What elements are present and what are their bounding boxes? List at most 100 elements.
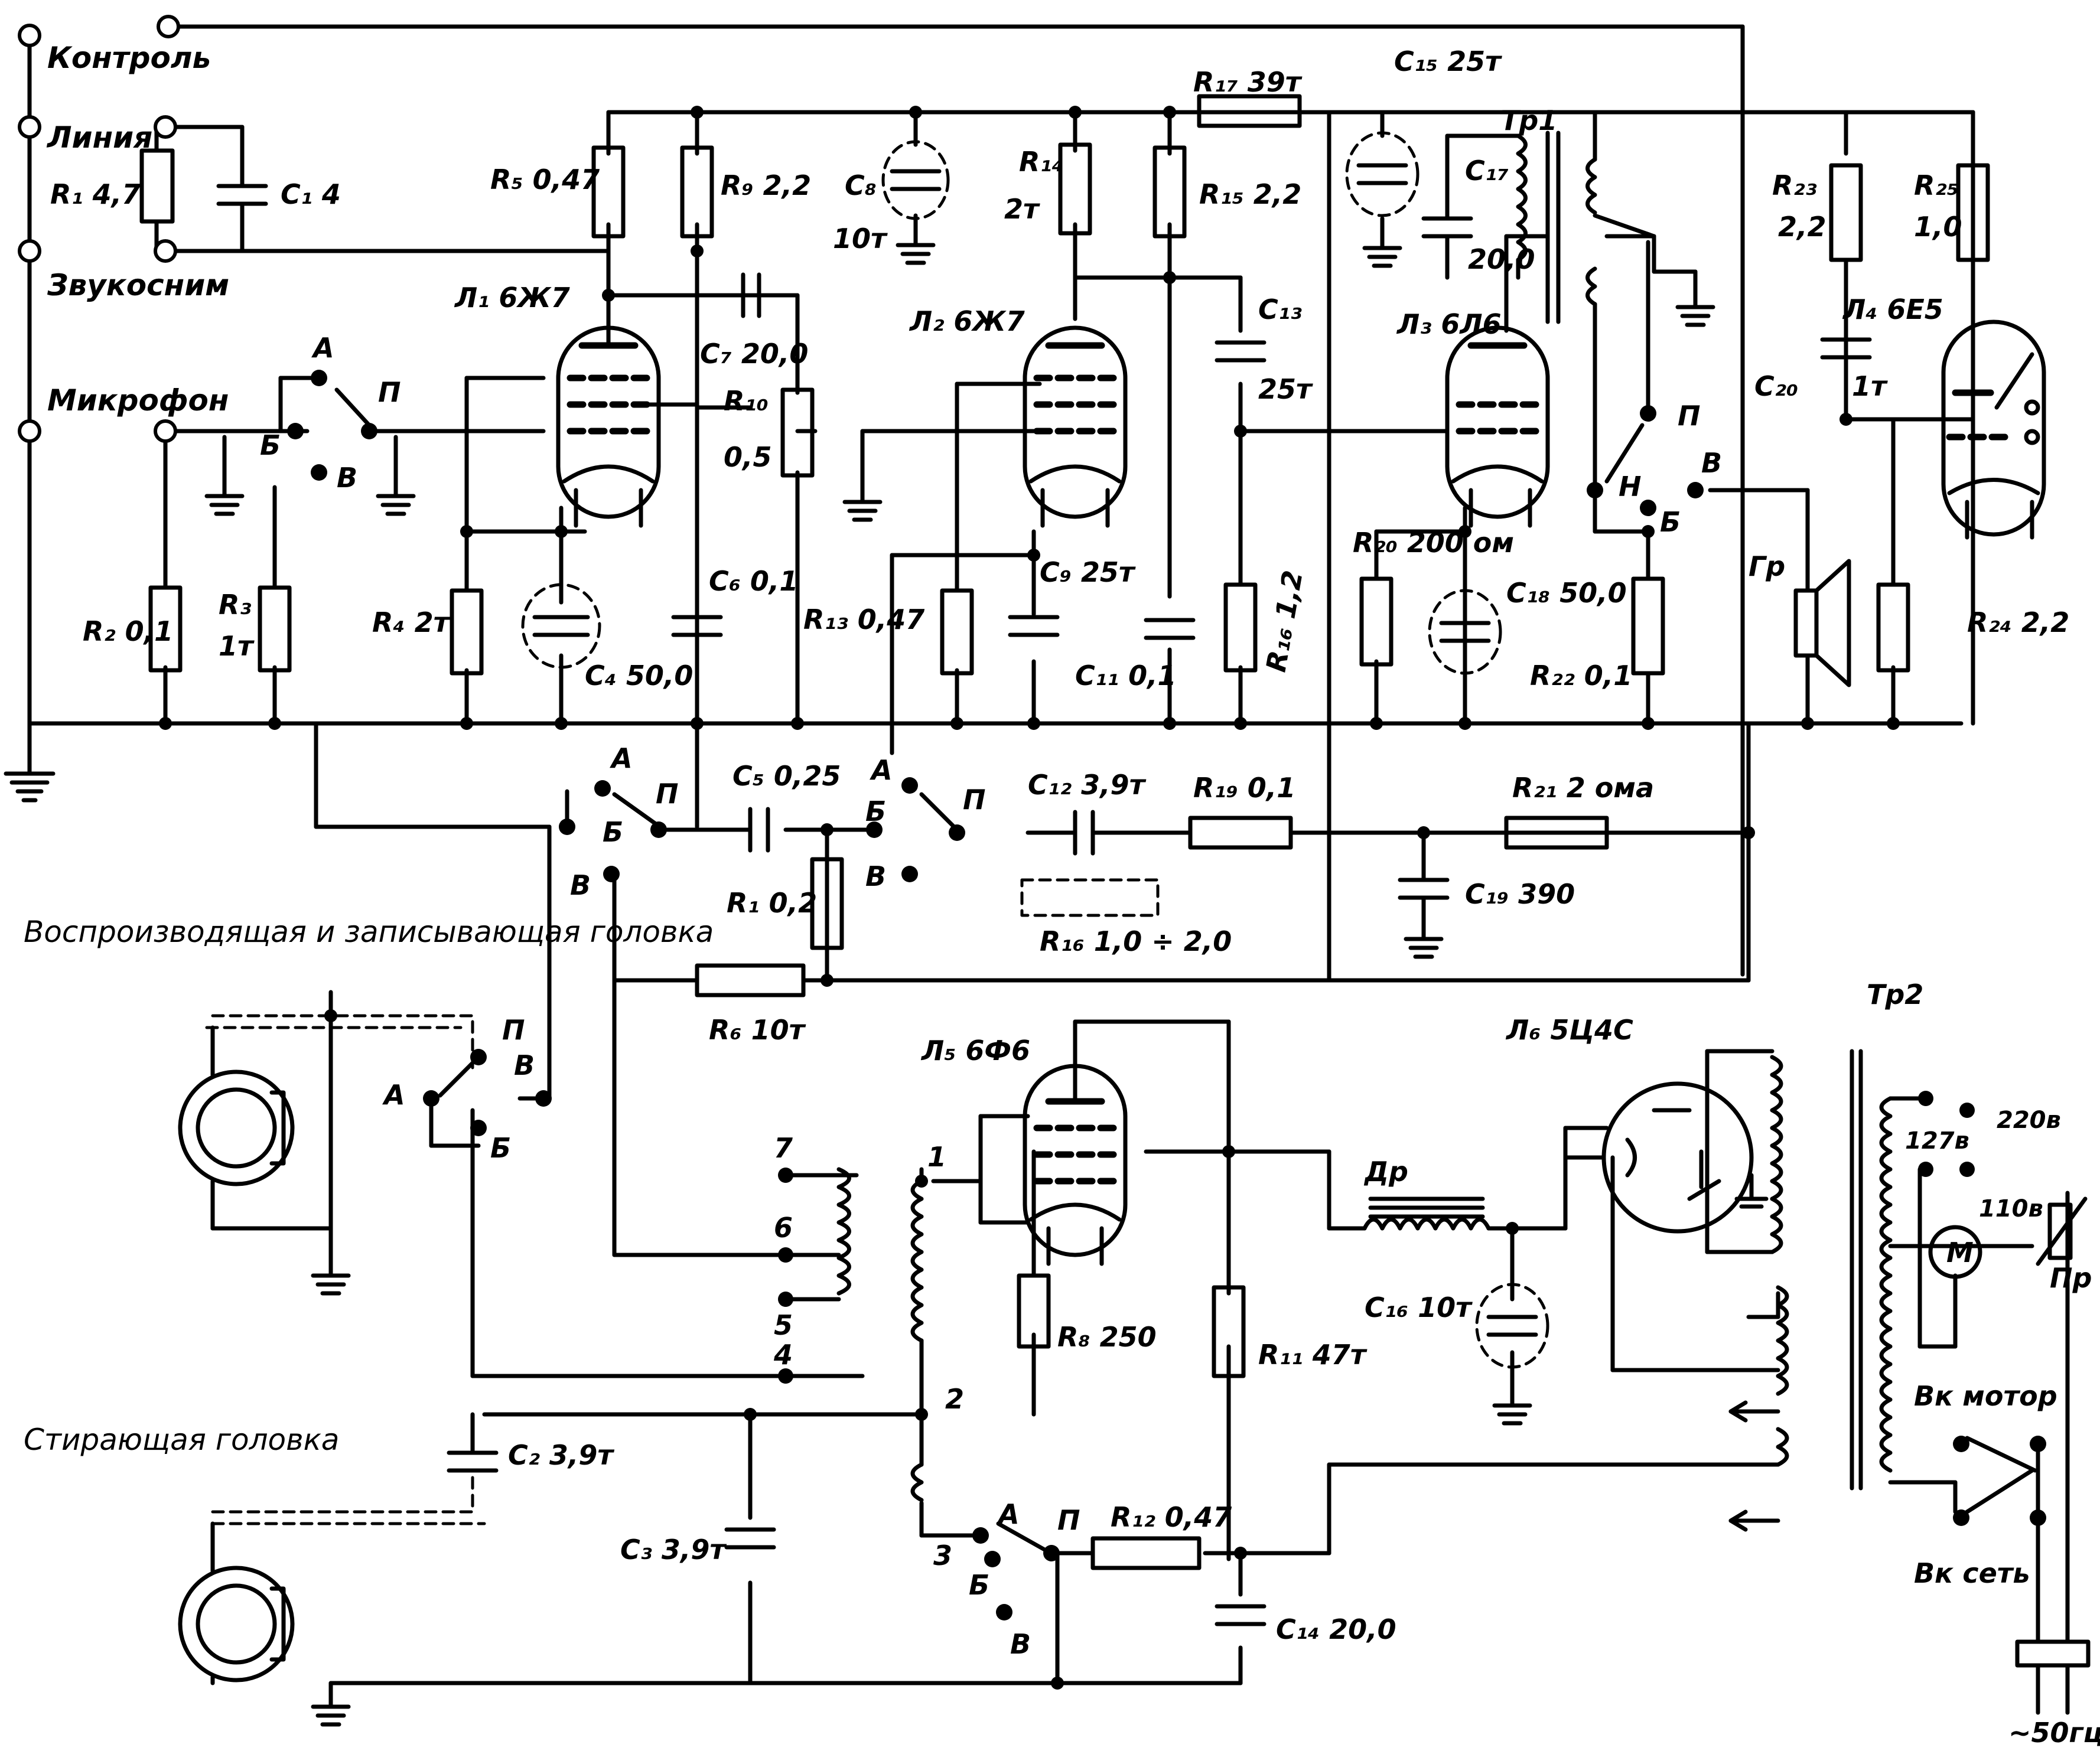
label-tr2: Тр2 [1867, 979, 1923, 1010]
label-r5: R₅ 0,47 [490, 164, 600, 195]
capacitor-c2 [447, 1412, 499, 1473]
erase-head-icon [178, 1469, 486, 1685]
capacitor-c13 [1215, 340, 1266, 363]
label-c5: C₅ 0,25 [732, 760, 841, 792]
sw6-v: В [1010, 1628, 1031, 1660]
capacitor-c14 [1215, 1604, 1266, 1626]
label-r20: R₂₀ 200 ом [1353, 527, 1514, 559]
label-r14-value: 2т [1004, 193, 1040, 225]
resistor-r24 [1876, 582, 1910, 673]
tube-l3 [1445, 325, 1550, 528]
label-c6: C₆ 0,1 [709, 565, 798, 597]
capacitor-c12 [1073, 810, 1119, 856]
ground-c8 [896, 213, 936, 265]
sw3-a: А [870, 754, 893, 786]
resistor-r9 [680, 145, 714, 239]
label-r23-value: 2,2 [1778, 211, 1826, 243]
sw1-a: А [311, 332, 334, 364]
tap-6: 6 [774, 1212, 793, 1244]
sw4-b: Б [490, 1132, 511, 1164]
tap-1: 1 [927, 1141, 946, 1173]
label-c19: C₁₉ 390 [1465, 878, 1575, 910]
capacitor-c8 [881, 140, 950, 220]
label-motor: M [1946, 1237, 1974, 1269]
label-l4: Л₄ 6Е5 [1842, 294, 1943, 325]
tubes [556, 293, 2046, 1266]
resistor-r19 [1188, 816, 1293, 850]
sw2-a: А [610, 742, 633, 774]
resistor-r14 [1058, 142, 1092, 236]
switch-output [1587, 405, 1704, 516]
capacitor-c3 [724, 1527, 776, 1550]
switch-bias [866, 777, 965, 882]
label-c11: C₁₁ 10т0,1 [1075, 660, 1177, 692]
label-r21: R₂₁ 2 ома [1512, 772, 1654, 804]
tube-l1 [556, 293, 699, 528]
label-line: Линия [46, 120, 152, 155]
tap-4: 4 [773, 1339, 793, 1371]
ground-mic-shield [204, 435, 245, 516]
ground-switch-shield [376, 435, 416, 516]
tube-l6-rectifier [1563, 1081, 1754, 1234]
ground-pot [842, 464, 883, 522]
resistor-r15 [1152, 145, 1187, 239]
label-r13: R₁₃ 0,47 [803, 604, 924, 635]
capacitor-c4 [521, 583, 601, 669]
label-c17: C₁₇ [1465, 155, 1509, 187]
resistor-r22 [1631, 576, 1665, 676]
sw6-p: П [1057, 1504, 1080, 1536]
label-c13-value: 25т [1258, 373, 1313, 405]
label-mains-127: 127в [1905, 1127, 1969, 1155]
resistor-r5 [591, 145, 626, 239]
tap-5: 5 [774, 1309, 793, 1341]
sw2-v: В [570, 869, 591, 901]
label-r10-value: 0,5 [724, 441, 772, 473]
switch-mains [1953, 1468, 2046, 1526]
capacitor-c9 [1008, 615, 1060, 637]
label-c3: C₃ 3,9т [620, 1534, 727, 1566]
fuse-icon [2036, 1196, 2088, 1266]
resistor-r21 [1504, 816, 1609, 850]
ground-symbols [4, 213, 1769, 1727]
coil-record-bias [783, 1167, 865, 1378]
label-r1-in: RR1₁ 4,7 [50, 178, 141, 210]
resistor-r17 [1197, 94, 1302, 128]
label-mains-switch: Вк сеть [1914, 1557, 2030, 1589]
resistor-r11 [1212, 1285, 1246, 1378]
sw2-b: Б [603, 816, 623, 848]
capacitor-c7 [724, 272, 761, 318]
capacitor-c16 [1475, 1283, 1549, 1369]
label-tr1: Тр1 [1500, 105, 1557, 136]
transformer-tr1 [1445, 110, 1656, 493]
sw4-v: В [514, 1049, 535, 1081]
label-r12: R₁₂ 0,47 [1111, 1501, 1232, 1533]
label-c17-value: 20,0 [1468, 243, 1535, 275]
capacitor-c19 [1398, 878, 1450, 924]
sw5-n: Н [1619, 471, 1642, 503]
resistor-r25 [1956, 163, 1990, 262]
ground-head [311, 990, 351, 1296]
resistor-r3 [258, 585, 292, 673]
label-c12: C₁₂ 3,9т [1028, 769, 1147, 801]
label-speaker: Гр [1749, 550, 1785, 582]
label-c8: C₈ [845, 169, 877, 201]
resistor-r6 [695, 963, 806, 997]
label-c16: C₁₆ 10т [1365, 1292, 1473, 1323]
resistor-r10-pot [780, 387, 815, 478]
label-r3-value: 1т [219, 630, 255, 662]
capacitor-c17 [1421, 133, 1473, 280]
tap-2: 2 [945, 1383, 964, 1415]
tap-dots [778, 1091, 1975, 1384]
label-fuse: Пр [2050, 1262, 2092, 1294]
label-pickup: Звукосним [47, 268, 229, 302]
resistor-r4 [450, 588, 484, 676]
label-c2: C₂ 3,9т [508, 1439, 614, 1471]
transformer-tr2 [1728, 1049, 1893, 1532]
ground-erase [311, 1704, 351, 1727]
label-r25: R₂₅ [1914, 169, 1959, 201]
tube-l4-indicator [1941, 319, 2046, 540]
sw1-v: В [337, 462, 357, 494]
ground-tr1 [1675, 305, 1715, 327]
capacitor-c6 [671, 615, 723, 637]
motor-icon [1928, 1225, 1982, 1279]
